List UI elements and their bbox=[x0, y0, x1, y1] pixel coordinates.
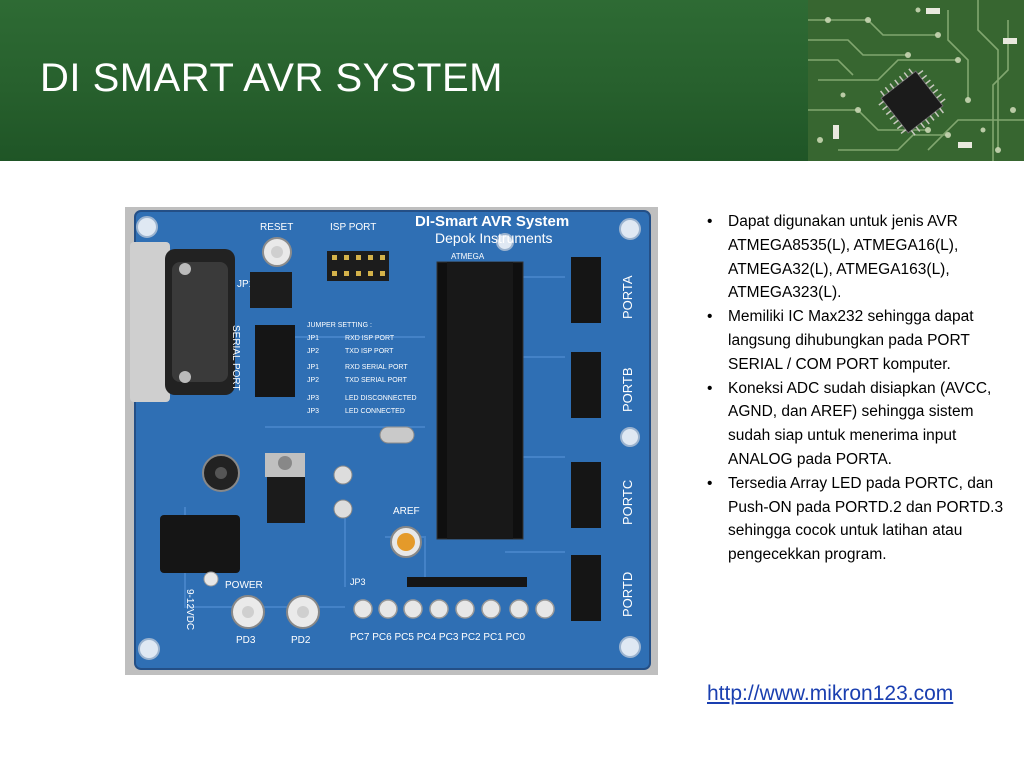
portc-led-labels: PC7 PC6 PC5 PC4 PC3 PC2 PC1 PC0 bbox=[350, 632, 526, 643]
jumper-row-jp: JP2 bbox=[307, 377, 319, 384]
reset-label: RESET bbox=[260, 222, 293, 233]
jumper-row-jp: JP1 bbox=[307, 335, 319, 342]
max232-ic bbox=[255, 325, 295, 397]
title-bar: DI SMART AVR SYSTEM bbox=[0, 0, 808, 161]
feature-item: Dapat digunakan untuk jenis AVR ATMEGA85… bbox=[707, 210, 1007, 305]
portc-label: PORTC bbox=[620, 480, 635, 525]
jumper-row-jp: JP3 bbox=[307, 408, 319, 415]
jp1-label: JP1 bbox=[237, 279, 255, 290]
pd3-label: PD3 bbox=[236, 635, 256, 646]
jumper-setting-title: JUMPER SETTING : bbox=[307, 322, 372, 329]
jumper-row-label: TXD ISP PORT bbox=[345, 348, 394, 355]
jumper-row-label: LED CONNECTED bbox=[345, 408, 405, 415]
port-headers bbox=[571, 257, 601, 621]
pd2-label: PD2 bbox=[291, 635, 311, 646]
circuit-board-image bbox=[808, 0, 1024, 161]
portb-label: PORTB bbox=[620, 367, 635, 412]
jumper-row-label: TXD SERIAL PORT bbox=[345, 377, 408, 384]
jumper-row-jp: JP3 bbox=[307, 395, 319, 402]
board-brand-label: DI-Smart AVR System bbox=[415, 213, 569, 230]
jumper-row-jp: JP2 bbox=[307, 348, 319, 355]
avr-board-image: DI-Smart AVR System Depok Instruments RE… bbox=[125, 207, 658, 675]
feature-item: Tersedia Array LED pada PORTC, dan Push-… bbox=[707, 472, 1007, 567]
db9-connector bbox=[130, 242, 235, 402]
feature-list: Dapat digunakan untuk jenis AVR ATMEGA85… bbox=[707, 210, 1007, 567]
aref-trimpot bbox=[397, 533, 415, 551]
serial-port-label: SERIAL PORT bbox=[230, 325, 241, 391]
source-link[interactable]: http://www.mikron123.com bbox=[707, 682, 954, 705]
isp-port-label: ISP PORT bbox=[330, 222, 376, 233]
avr-board-photo: DI-Smart AVR System Depok Instruments RE… bbox=[125, 207, 658, 675]
power-jack bbox=[160, 515, 240, 573]
feature-item: Koneksi ADC sudah disiapkan (AVCC, AGND,… bbox=[707, 377, 1007, 472]
mcu-label: ATMEGA bbox=[451, 252, 485, 261]
board-maker-label: Depok Instruments bbox=[435, 230, 553, 246]
voltage-regulator bbox=[267, 477, 305, 523]
aref-label: AREF bbox=[393, 506, 420, 517]
portc-led-array bbox=[353, 599, 555, 619]
vdc-label: 9-12VDC bbox=[184, 589, 195, 630]
circuit-board-photo bbox=[808, 0, 1024, 161]
porta-label: PORTA bbox=[620, 275, 635, 319]
jumper-row-jp: JP1 bbox=[307, 364, 319, 371]
slide-title: DI SMART AVR SYSTEM bbox=[40, 56, 503, 100]
portd-label: PORTD bbox=[620, 572, 635, 617]
jumper-row-label: RXD ISP PORT bbox=[345, 335, 395, 342]
jumper-row-label: LED DISCONNECTED bbox=[345, 395, 417, 402]
jumper-row-label: RXD SERIAL PORT bbox=[345, 364, 408, 371]
feature-item: Memiliki IC Max232 sehingga dapat langsu… bbox=[707, 305, 1007, 376]
power-label: POWER bbox=[225, 580, 263, 591]
jp3-label: JP3 bbox=[350, 577, 366, 587]
